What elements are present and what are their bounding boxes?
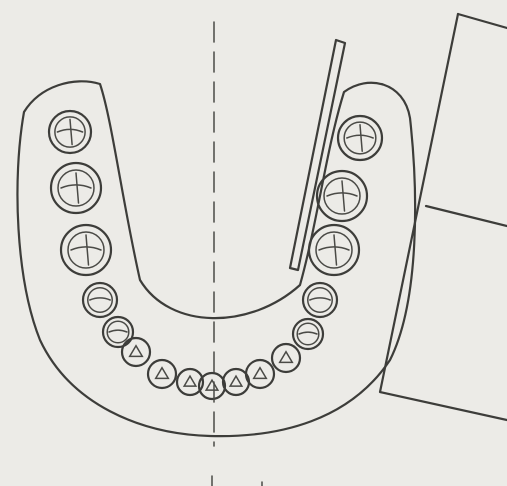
tooth bbox=[61, 225, 111, 275]
tooth-outline bbox=[122, 338, 150, 366]
tooth-fissure bbox=[70, 119, 72, 144]
tooth bbox=[51, 163, 101, 213]
tooth-fissure bbox=[57, 129, 82, 132]
mandibular-arch-outline bbox=[17, 81, 415, 436]
tooth-fissure bbox=[109, 330, 127, 332]
incisal-edge bbox=[156, 368, 169, 379]
tooth bbox=[303, 283, 337, 317]
tooth-fissure bbox=[71, 247, 101, 250]
tooth-fissure bbox=[342, 181, 345, 211]
tooth bbox=[246, 360, 274, 388]
tooth bbox=[317, 171, 367, 221]
tooth bbox=[293, 319, 323, 349]
tooth-fissure bbox=[334, 235, 337, 265]
tooth bbox=[309, 225, 359, 275]
tooth-fissure bbox=[319, 247, 349, 250]
sensor-panel-left-edge bbox=[380, 14, 507, 420]
tooth bbox=[122, 338, 150, 366]
tooth bbox=[83, 283, 117, 317]
incisal-edge bbox=[230, 376, 242, 386]
tooth bbox=[103, 317, 133, 347]
tooth bbox=[49, 111, 91, 153]
incisal-edge bbox=[254, 368, 267, 379]
tooth-fissure bbox=[299, 332, 317, 334]
tooth-fissure bbox=[347, 135, 373, 138]
sensor-panel-divider bbox=[426, 206, 507, 226]
tooth-fissure bbox=[327, 193, 357, 196]
incisal-edge bbox=[280, 352, 293, 363]
incisal-edge bbox=[130, 346, 143, 357]
tooth-fissure bbox=[61, 185, 91, 188]
tooth-fissure bbox=[310, 298, 330, 300]
tooth-fissure bbox=[86, 235, 89, 265]
tooth bbox=[148, 360, 176, 388]
tooth-fissure bbox=[90, 298, 110, 300]
tooth-outline bbox=[272, 344, 300, 372]
tooth-row bbox=[49, 111, 382, 399]
incisal-edge bbox=[184, 376, 196, 386]
tooth-outline bbox=[246, 360, 274, 388]
tooth bbox=[272, 344, 300, 372]
tooth-fissure bbox=[360, 125, 362, 151]
tooth-outline bbox=[148, 360, 176, 388]
sensor-panel bbox=[458, 14, 507, 28]
ruler-strip bbox=[290, 40, 345, 270]
incisal-edge bbox=[206, 380, 218, 390]
tooth-fissure bbox=[76, 173, 79, 203]
tooth bbox=[338, 116, 382, 160]
